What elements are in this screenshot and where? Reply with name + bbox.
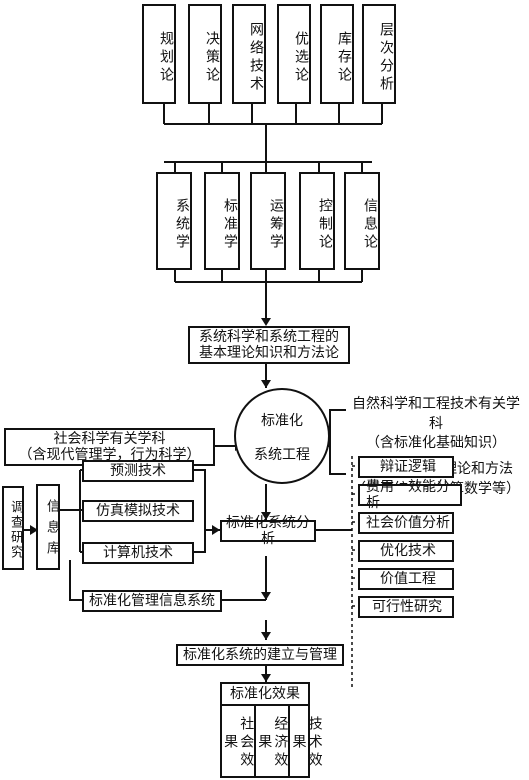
hierarchy-analysis-box: 层次分析 — [362, 4, 396, 104]
computer-technique-box: 计算机技术 — [82, 542, 194, 564]
standardization-effect-box: 标准化效果 社会效果 经济效果 技术效果 — [220, 682, 323, 778]
optimization-theory-box: 优选论 — [277, 4, 311, 104]
decision-theory-box: 决策论 — [188, 4, 222, 104]
standardology-box: 标准学 — [204, 172, 240, 270]
standardization-systems-engineering-circle: 标准化 系统工程 — [234, 388, 330, 484]
systems-theory-box: 系统科学和系统工程的 基本理论知识和方法论 — [188, 326, 350, 364]
survey-research-box: 调查研究 — [2, 486, 24, 570]
method-social-value: 社会价值分析 — [358, 512, 454, 534]
systematics-box: 系统学 — [156, 172, 192, 270]
control-theory-box: 控制论 — [299, 172, 335, 270]
effect-technical: 技术效果 — [290, 716, 323, 770]
effect-economic: 经济效果 — [256, 706, 291, 776]
method-feasibility: 可行性研究 — [358, 596, 454, 618]
management-info-system-box: 标准化管理信息系统 — [82, 590, 222, 612]
inventory-theory-box: 库存论 — [320, 4, 354, 104]
system-analysis-box: 标准化系统分析 — [220, 515, 316, 547]
method-value-engineering: 价值工程 — [358, 568, 454, 590]
system-build-manage-box: 标准化系统的建立与管理 — [176, 644, 344, 666]
effect-social: 社会效果 — [222, 706, 257, 776]
operations-research-box: 运筹学 — [250, 172, 286, 270]
effect-title: 标准化效果 — [222, 684, 308, 706]
circle-line-2: 系统工程 — [254, 447, 310, 463]
info-store-box: 信息库 — [36, 484, 60, 570]
forecast-technique-box: 预测技术 — [82, 460, 194, 482]
network-technique-box: 网络技术 — [232, 4, 266, 104]
information-theory-box: 信息论 — [344, 172, 380, 270]
simulation-technique-box: 仿真模拟技术 — [82, 500, 194, 522]
circle-line-1: 标准化 — [261, 413, 303, 429]
method-cost-effectiveness: 费用一效能分析 — [358, 479, 462, 511]
natural-science-text: 自然科学和工程技术有关学科 （含标准化基础知识） — [352, 396, 520, 452]
method-optimization: 优化技术 — [358, 540, 454, 562]
method-dialectical-logic: 辩证逻辑 — [358, 456, 454, 478]
planning-theory-box: 规划论 — [142, 4, 176, 104]
